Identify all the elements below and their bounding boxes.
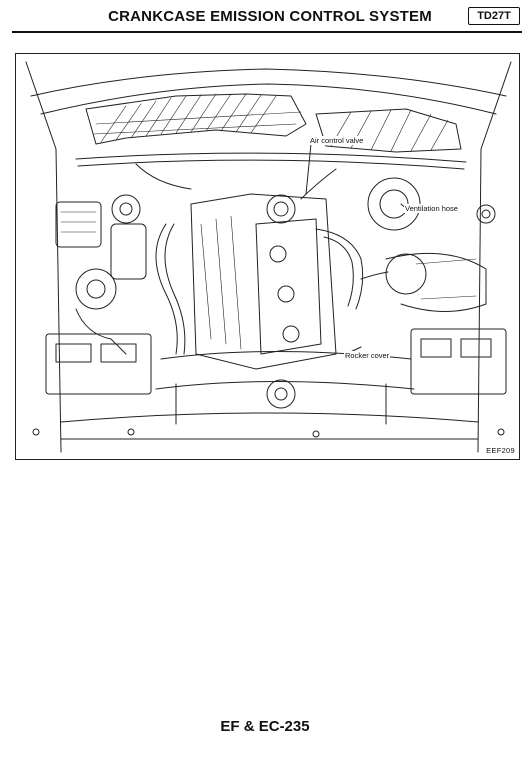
page-header: CRANKCASE EMISSION CONTROL SYSTEM TD27T bbox=[0, 0, 530, 40]
model-tag-badge: TD27T bbox=[468, 7, 520, 25]
callout-air-control-valve: Air control valve bbox=[309, 136, 365, 145]
page-title: CRANKCASE EMISSION CONTROL SYSTEM bbox=[108, 8, 432, 25]
header-divider bbox=[12, 31, 522, 33]
callout-ventilation-hose: Ventilation hose bbox=[404, 204, 459, 213]
callout-rocker-cover: Rocker cover bbox=[344, 351, 391, 360]
page-number: EF & EC-235 bbox=[220, 718, 310, 735]
engine-bay-illustration: Air control valve Ventilation hose Rocke… bbox=[15, 53, 520, 460]
engine-line-drawing bbox=[25, 61, 512, 453]
figure-code: EEF209 bbox=[486, 446, 515, 455]
